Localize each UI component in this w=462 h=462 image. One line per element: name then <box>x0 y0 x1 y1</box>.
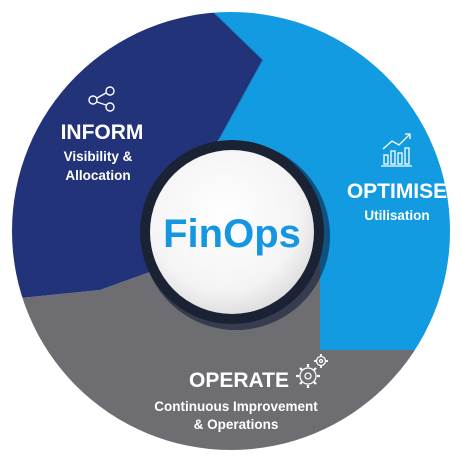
segment-divider <box>199 12 264 141</box>
optimise-block: OPTIMISE Utilisation <box>347 133 447 223</box>
segment-operate <box>12 236 450 450</box>
bar-chart-growth-icon <box>381 133 412 167</box>
segment-optimise <box>200 12 450 372</box>
operate-block: OPERATE Continuous Imp <box>154 354 328 432</box>
center-label: FinOps <box>163 212 301 256</box>
share-nodes-icon <box>88 86 115 112</box>
operate-subtitle-line-1: Continuous Improvement <box>154 399 318 414</box>
operate-subtitle-line-2: & Operations <box>194 417 279 432</box>
optimise-title: OPTIMISE <box>347 180 447 203</box>
inform-title: INFORM <box>61 121 144 144</box>
inform-subtitle-line-2: Allocation <box>65 168 130 183</box>
gears-icon <box>296 354 328 388</box>
hub-circle <box>150 150 314 314</box>
inform-block: INFORM Visibility & Allocation <box>61 86 144 183</box>
inform-subtitle-line-1: Visibility & <box>64 149 133 164</box>
optimise-subtitle: Utilisation <box>364 208 429 223</box>
operate-title: OPERATE <box>189 369 289 392</box>
